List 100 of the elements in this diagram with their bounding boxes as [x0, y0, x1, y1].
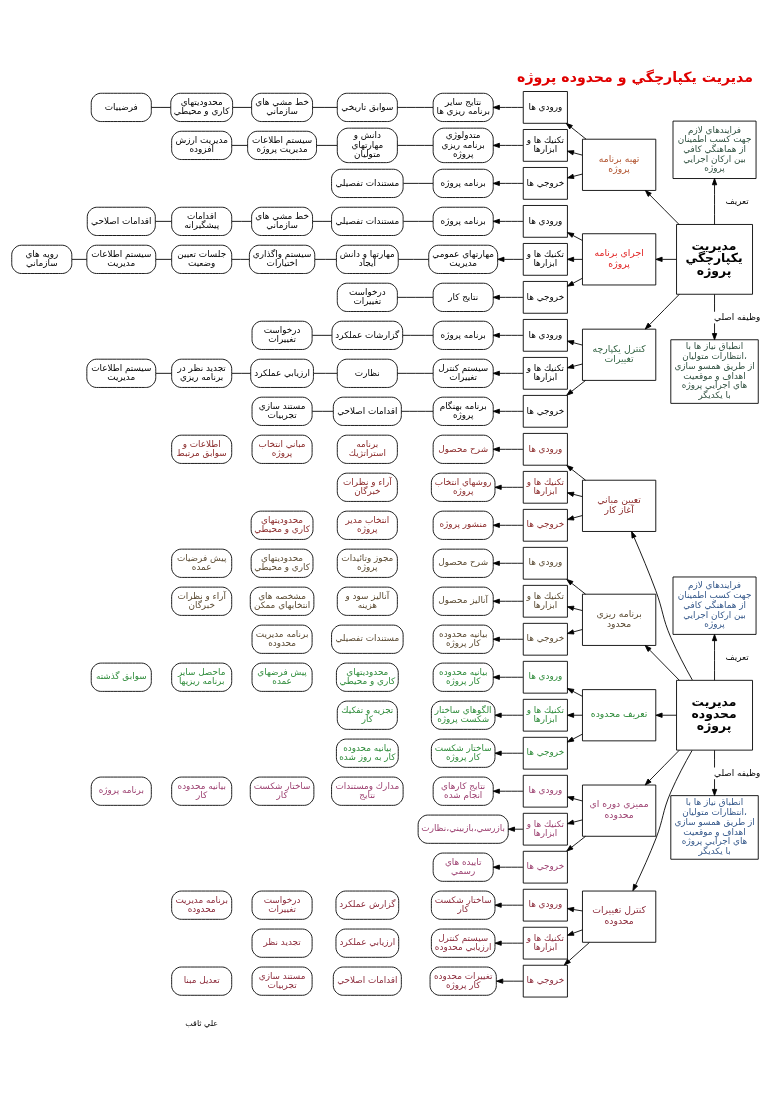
node-box: سيستم واگذاري اختيارات	[248, 244, 316, 274]
arrow	[492, 560, 524, 566]
arrow	[492, 218, 524, 224]
node-box: برنامه استراتژيك	[336, 434, 398, 464]
node-box: تجديد نظر	[251, 928, 313, 958]
connector	[231, 258, 250, 260]
connector	[311, 410, 334, 412]
node-box: خروجي ها	[522, 622, 568, 656]
node-box: تكنيك ها و ابزارها	[522, 243, 568, 276]
node-box: ورودي ها	[522, 205, 568, 238]
node-box: نظارت	[336, 358, 398, 388]
node-box: مجوز وتائيدات پروژه	[336, 548, 398, 578]
arrow	[492, 142, 524, 148]
node-box: تجزيه و تفكيك كار	[336, 700, 398, 730]
arrow	[492, 598, 524, 604]
arrow	[567, 277, 583, 287]
node-box: ساختار شكست كار	[249, 776, 315, 806]
arrow	[492, 636, 524, 642]
connector	[231, 372, 251, 374]
arrow	[567, 491, 583, 497]
node-box: سيستم كنترل تغييرات	[432, 358, 494, 388]
arrow	[492, 522, 524, 528]
node-box: اقدامات اصلاحي	[332, 966, 402, 996]
connector	[314, 258, 337, 260]
connector	[313, 372, 338, 374]
node-box: مدارك ومستندات نتايج	[331, 776, 404, 806]
connector	[397, 144, 434, 146]
node-box: كنترل تغييرات محدوده	[582, 890, 657, 943]
node-box: خروجي ها	[522, 167, 568, 200]
node-box: تهيه برنامه پروژه	[582, 138, 657, 191]
node-box: محدوديتهاي كاري و محيطي	[170, 92, 234, 122]
connector	[150, 106, 172, 108]
connector	[397, 106, 434, 108]
node-box: خروجي ها	[522, 281, 568, 314]
arrow	[566, 579, 587, 595]
node-box: درخواست تغييرات	[336, 282, 398, 312]
arrow	[655, 256, 677, 262]
node-box: شرح محصول	[432, 548, 494, 578]
node-box: مميزي دوره اي محدوده	[582, 784, 657, 837]
node-box: مستند سازي تجربيات	[251, 966, 313, 996]
node-box: تعديل مبنا	[171, 966, 233, 996]
node-box: برنامه پروژه	[432, 168, 494, 198]
node-box: اقدامات اصلاحي	[332, 396, 402, 426]
node-box: محدوديتهاي كاري و محيطي	[335, 662, 399, 692]
node-box: تكنيك ها و ابزارها	[522, 470, 568, 504]
node-box: ساختار شكست كار پروژه	[430, 738, 496, 768]
arrow	[567, 173, 583, 179]
node-box: سيستم اطلاعات مديريت	[86, 358, 157, 388]
arrow	[497, 256, 524, 262]
node-box: تجديد نظر در برنامه ريزي	[171, 358, 233, 388]
node-box: فرضييات	[90, 92, 152, 122]
node-box: نتايج كار	[432, 282, 494, 312]
arrow	[507, 826, 524, 832]
connector	[402, 334, 434, 336]
arrow	[492, 446, 524, 452]
node-box: آناليز سود و هزينه	[336, 586, 398, 616]
arrow	[567, 340, 583, 346]
node-box: نتايج ساير برنامه ريزي ها	[432, 92, 494, 122]
node-box: بيانيه محدوده كار پروژه	[432, 624, 494, 654]
node-box: مديريت محدوده پروژه	[676, 679, 753, 751]
arrow	[631, 531, 693, 681]
node-box: اجراي برنامه پروژه	[582, 233, 657, 286]
arrow	[492, 180, 524, 186]
arrow	[632, 750, 693, 892]
arrow	[567, 688, 583, 697]
arrow	[644, 190, 680, 225]
arrow	[494, 902, 524, 908]
arrow	[494, 750, 524, 756]
arrow	[492, 294, 524, 300]
arrow	[644, 293, 680, 330]
edge-label: تعريف	[725, 196, 749, 207]
node-box: جلسات تعيين وضعيت	[171, 244, 233, 274]
node-box: برنامه ريزي محدود	[582, 593, 657, 646]
node-box: تاييده هاي رسمي	[432, 852, 494, 882]
node-box: ورودي ها	[522, 91, 568, 124]
node-box: متدولوژي برنامه ريزي پروژه	[432, 127, 494, 164]
arrow	[567, 929, 583, 936]
arrow	[567, 232, 583, 241]
arrow	[494, 484, 524, 490]
node-box: برنامه بهنگام پروژه	[432, 396, 494, 426]
node-box: منشور پروژه	[432, 510, 494, 540]
node-box: تغييرات محدوده كار پروژه	[429, 966, 497, 996]
node-box: بازرسي،بازبيني،نظارت	[417, 814, 509, 844]
node-box: ورودي ها	[522, 319, 568, 352]
connector	[402, 220, 434, 222]
arrow	[655, 712, 677, 718]
node-box: اطلاعات و سوابق مرتبط	[171, 434, 233, 464]
node-box: اقدامات پيشگيرانه	[171, 206, 233, 236]
node-box: ماحصل ساير برنامه ريزيها	[171, 662, 233, 692]
node-box: مديريت يكپارچگي پروژه	[676, 224, 753, 295]
connector	[397, 372, 434, 374]
connector	[397, 296, 434, 298]
arrow	[711, 178, 718, 225]
node-box: ورودي ها	[522, 660, 568, 694]
connector	[155, 220, 172, 222]
node-box: مستندات تفصيلي	[331, 624, 404, 654]
node-box: ورودي ها	[522, 774, 568, 808]
node-box: سوابق گذشته	[90, 662, 152, 692]
connector	[316, 144, 338, 146]
node-box: مستند سازي تجربيات	[251, 396, 313, 426]
